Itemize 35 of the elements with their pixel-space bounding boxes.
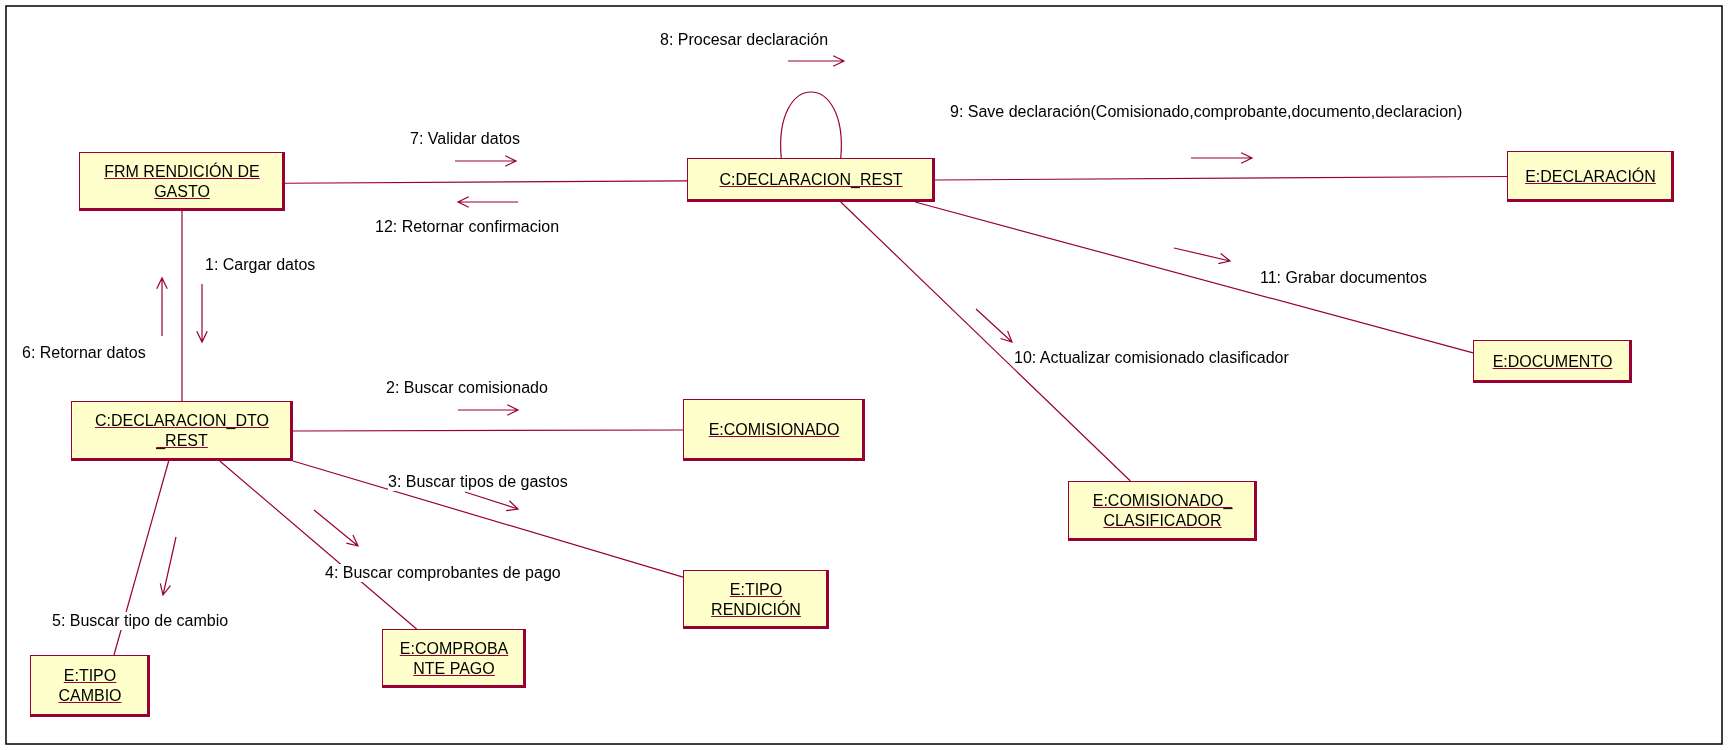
link-line	[219, 460, 418, 630]
object-box	[30, 655, 150, 717]
message-label: 9: Save declaración(Comisionado,comprobante,documento,declaracion)	[950, 103, 1463, 121]
link-line	[934, 175, 1508, 181]
link-line	[840, 201, 1131, 482]
object-box	[71, 401, 293, 461]
object-name: E:DOCUMENTO	[1492, 351, 1613, 372]
message-label: 1: Cargar datos	[205, 256, 316, 274]
link-line	[113, 460, 170, 656]
object-name: C:DECLARACION_DTO _REST	[94, 411, 270, 451]
object-name: E:COMISIONADO_ CLASIFICADOR	[1091, 491, 1234, 531]
message-label: 3: Buscar tipos de gastos	[388, 473, 568, 491]
link-line	[292, 460, 684, 578]
link-line	[914, 201, 1474, 354]
link-line	[292, 429, 684, 432]
object-box	[1068, 481, 1257, 541]
object-name: C:DECLARACION_REST	[719, 170, 903, 190]
link-line	[181, 210, 183, 402]
object-box	[683, 399, 865, 461]
message-label: 4: Buscar comprobantes de pago	[325, 564, 561, 582]
object-box	[382, 629, 526, 688]
object-name: E:COMPROBA NTE PAGO	[398, 638, 510, 679]
object-box	[687, 158, 935, 202]
object-name: E:COMISIONADO	[708, 420, 840, 440]
message-label: 5: Buscar tipo de cambio	[52, 612, 229, 630]
link-line	[284, 180, 688, 184]
object-box	[79, 152, 285, 211]
object-name: E:TIPO RENDICIÓN	[710, 579, 802, 620]
self-link	[780, 91, 842, 159]
object-box	[1473, 340, 1632, 383]
object-box	[683, 570, 829, 629]
object-name: E:TIPO CAMBIO	[57, 666, 123, 706]
object-name: E:DECLARACIÓN	[1525, 166, 1656, 187]
object-name: FRM RENDICIÓN DE GASTO	[103, 161, 261, 202]
object-box	[1507, 151, 1674, 202]
